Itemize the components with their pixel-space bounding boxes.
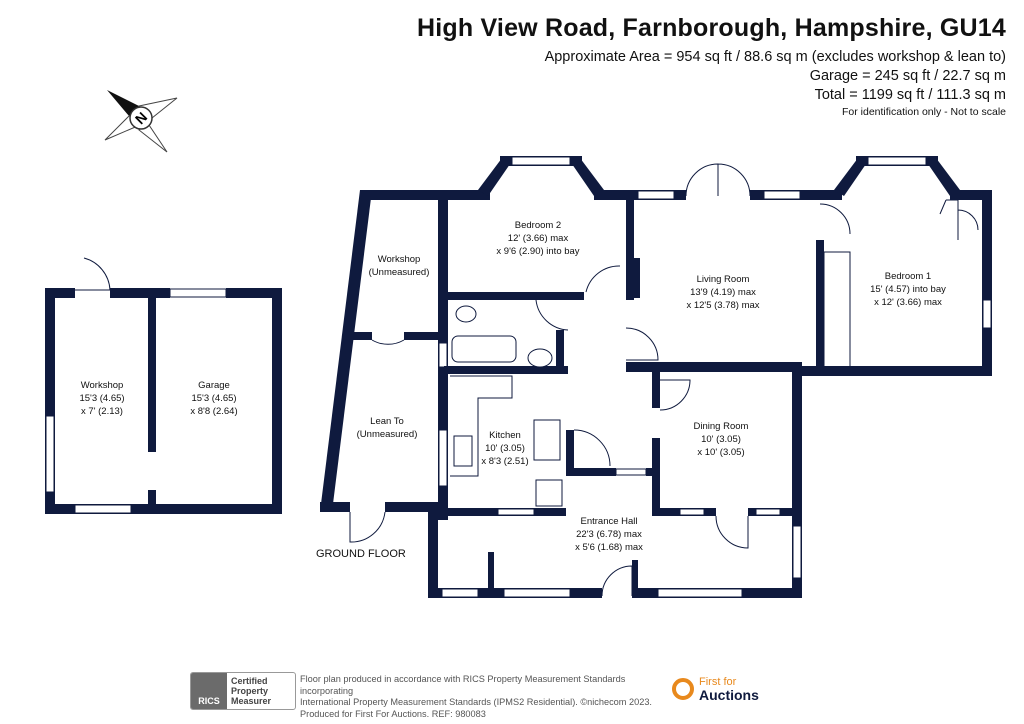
compass-icon: N <box>104 90 178 153</box>
garage-area: Garage = 245 sq ft / 22.7 sq m <box>809 68 1006 84</box>
outbuilding-walls <box>45 257 282 514</box>
brand-mark-icon <box>672 678 694 700</box>
rics-badge-text: Certified Property Measurer <box>231 676 272 706</box>
room-labels: Workshop 15'3 (4.65) x 7' (2.13) Garage … <box>79 220 946 560</box>
kitchen-dim1: 10' (3.05) <box>485 443 525 454</box>
kitchen-name: Kitchen <box>489 430 521 441</box>
bedroom1-dim1: 15' (4.57) into bay <box>870 284 946 295</box>
garage-name: Garage <box>198 380 230 391</box>
total-area: Total = 1199 sq ft / 111.3 sq m <box>814 87 1006 103</box>
lean-to-name: Lean To <box>370 416 404 427</box>
dining-dim2: x 10' (3.05) <box>697 447 744 458</box>
garage-dim1: 15'3 (4.65) <box>191 393 236 404</box>
disclaimer-text: Floor plan produced in accordance with R… <box>300 674 652 719</box>
page-title: High View Road, Farnborough, Hampshire, … <box>417 14 1006 42</box>
approximate-area: Approximate Area = 954 sq ft / 88.6 sq m… <box>544 49 1006 65</box>
brand-bottom: Auctions <box>699 687 759 703</box>
workshop-out-name: Workshop <box>81 380 124 391</box>
dining-dim1: 10' (3.05) <box>701 434 741 445</box>
hall-name: Entrance Hall <box>580 516 637 527</box>
workshop-out-dim1: 15'3 (4.65) <box>79 393 124 404</box>
hall-dim2: x 5'6 (1.68) max <box>575 542 643 553</box>
scale-note: For identification only - Not to scale <box>842 106 1006 118</box>
brand-logo: First for Auctions <box>672 676 759 702</box>
brand-top: First for <box>699 676 737 688</box>
workshop-in-dim1: (Unmeasured) <box>369 267 430 278</box>
bedroom2-name: Bedroom 2 <box>515 220 561 231</box>
kitchen-dim2: x 8'3 (2.51) <box>481 456 528 467</box>
rics-badge: RICS Certified Property Measurer <box>190 672 296 710</box>
workshop-in-name: Workshop <box>378 254 421 265</box>
living-name: Living Room <box>697 274 750 285</box>
floor-label: GROUND FLOOR <box>316 548 406 560</box>
bedroom1-name: Bedroom 1 <box>885 271 931 282</box>
rics-logo: RICS <box>191 673 227 709</box>
lean-to-walls <box>320 190 452 543</box>
bedroom2-dim2: x 9'6 (2.90) into bay <box>496 246 579 257</box>
dining-name: Dining Room <box>694 421 749 432</box>
garage-dim2: x 8'8 (2.64) <box>190 406 237 417</box>
bedroom1-dim2: x 12' (3.66) max <box>874 297 942 308</box>
lean-to-dim1: (Unmeasured) <box>357 429 418 440</box>
living-dim2: x 12'5 (3.78) max <box>686 300 759 311</box>
hall-dim1: 22'3 (6.78) max <box>576 529 642 540</box>
bedroom2-dim1: 12' (3.66) max <box>508 233 569 244</box>
workshop-out-dim2: x 7' (2.13) <box>81 406 123 417</box>
living-dim1: 13'9 (4.19) max <box>690 287 756 298</box>
house-walls <box>428 156 992 598</box>
